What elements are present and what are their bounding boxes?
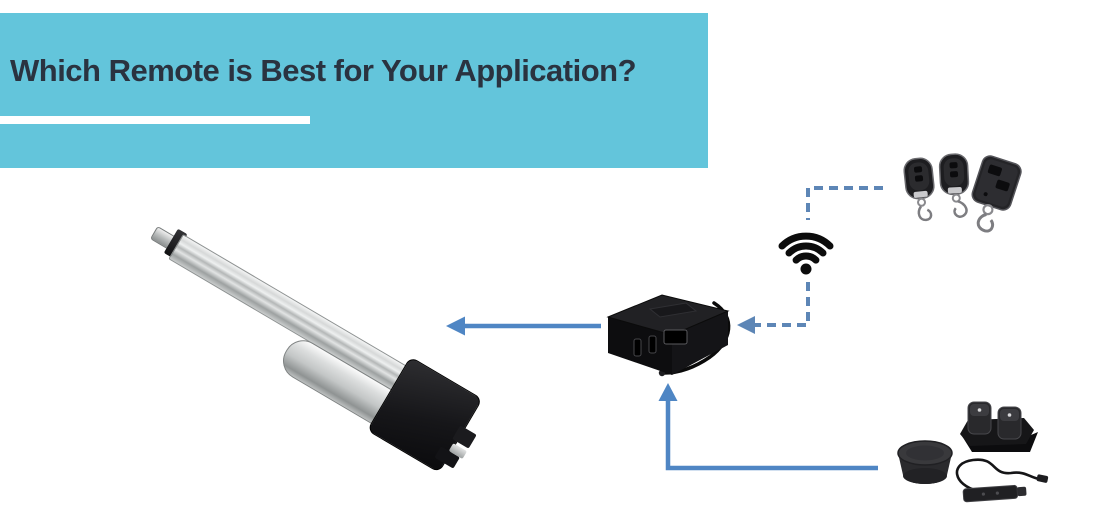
dashed-wireless-path <box>737 186 883 334</box>
control-box-logo <box>648 302 698 318</box>
control-box-front-face <box>672 311 728 375</box>
wired-handset-switch <box>955 458 1049 503</box>
wired-controls <box>897 401 1049 503</box>
keyfob-remote-2 <box>938 153 970 218</box>
arrow-box-to-actuator <box>446 316 601 336</box>
round-foot-switch <box>897 440 953 484</box>
wifi-icon <box>778 232 834 275</box>
keyfob-remote-1 <box>903 157 935 222</box>
control-box-ports <box>633 329 688 357</box>
keyfob-remotes <box>903 153 1022 233</box>
title-underline <box>0 116 310 124</box>
keyfob-remote-square <box>971 155 1022 233</box>
header-band: Which Remote is Best for Your Applicatio… <box>0 13 708 168</box>
page-title: Which Remote is Best for Your Applicatio… <box>10 53 637 88</box>
arrow-wired-to-box <box>658 383 878 471</box>
control-box <box>606 294 731 377</box>
rocker-switch-panel <box>960 401 1038 452</box>
